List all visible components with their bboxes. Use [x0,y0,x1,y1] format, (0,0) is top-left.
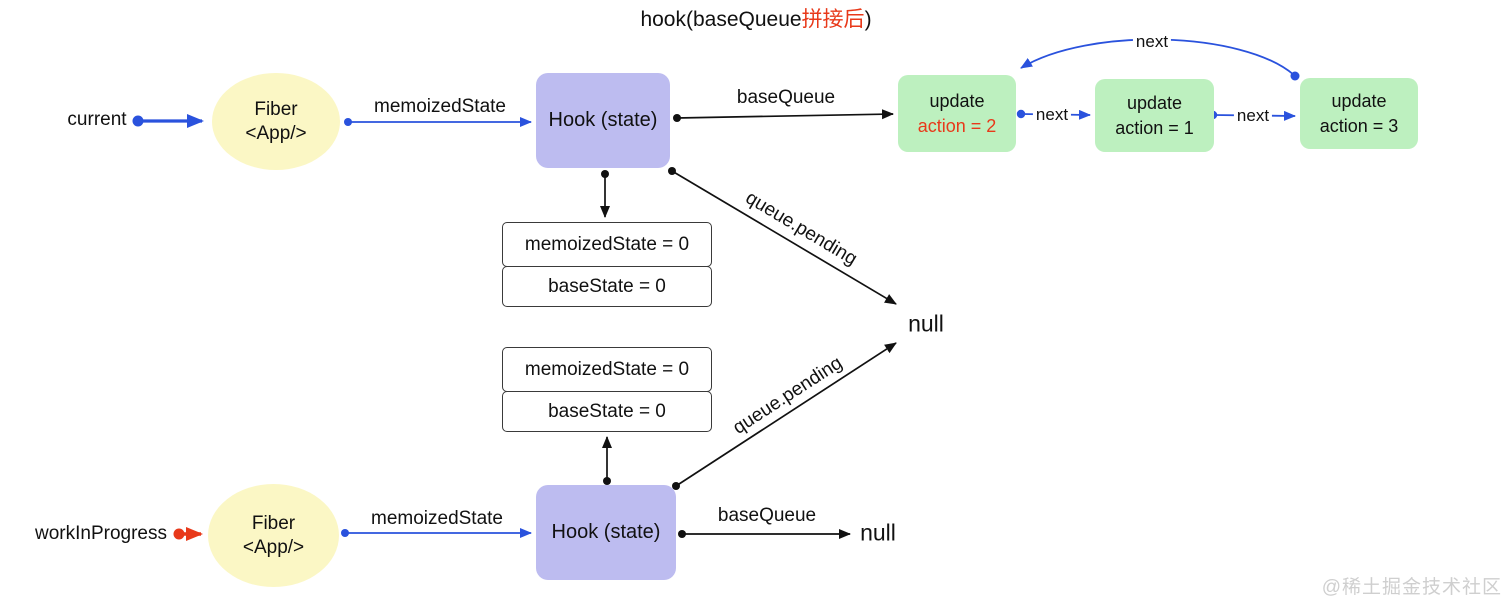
fiber-current-line2: <App/> [245,122,307,144]
hook-wip-label: Hook (state) [551,521,661,543]
hook-node-wip: Hook (state) [536,485,676,580]
work-in-progress-label: workInProgress [35,523,167,544]
dot-hook-wip-right [678,530,686,538]
dot-fiber-wip-out [341,529,349,537]
hook-node-current: Hook (state) [536,73,670,168]
null-base-queue-label: null [860,519,896,546]
dot-hook-wip-top [603,477,611,485]
dot-current [132,115,144,127]
fiber-wip-line1: Fiber [251,512,296,534]
update-node-1: update action = 2 [898,75,1016,152]
memoized-state-field-current-text: memoizedState = 0 [524,233,690,255]
update-1-line1: update [929,91,985,112]
base-queue-top-label: baseQueue [736,87,836,108]
fiber-current-line1: Fiber [254,98,298,120]
edge-queue-pending-bottom [675,342,897,487]
base-state-field-current-text: baseState = 0 [548,275,666,297]
dot-fiber-current-out [344,118,352,126]
memoized-state-field-current: memoizedState = 0 [502,222,712,267]
dot-hook-current-bottom [601,170,609,178]
update-1-line2: action = 2 [917,115,997,136]
memoized-state-field-wip-text: memoizedState = 0 [524,358,690,380]
fiber-wip-line2: <App/> [242,536,305,558]
dot-hook-wip-corner [672,482,680,490]
dot-update1-out [1016,109,1026,119]
base-state-field-wip-text: baseState = 0 [548,400,666,422]
title-highlight: 拼接后 [801,8,865,31]
dot-work-in-progress [173,528,185,540]
update-node-2: update action = 1 [1095,79,1214,152]
base-state-field-current: baseState = 0 [502,266,712,307]
update-3-line1: update [1331,91,1387,112]
hook-current-label: Hook (state) [548,109,658,131]
update-2-line2: action = 1 [1115,117,1194,138]
next-loop-label: next [1132,32,1172,52]
title-suffix: ) [864,8,872,31]
diagram-title: hook(baseQueue拼接后) [640,3,871,33]
current-label: current [67,109,127,130]
fiber-node-current: Fiber <App/> [212,73,340,170]
update-2-line1: update [1126,93,1183,114]
update-3-line2: action = 3 [1319,115,1399,136]
update-node-3: update action = 3 [1300,78,1418,149]
base-state-field-wip: baseState = 0 [502,391,712,432]
title-prefix: hook(baseQueue [640,8,802,31]
fiber-node-wip: Fiber <App/> [208,484,339,587]
dot-hook-current-right [673,114,681,122]
dot-update3-out [1290,71,1300,81]
next-2-label: next [1233,106,1273,126]
null-pending-label: null [908,310,944,337]
memoized-state-top-label: memoizedState [373,96,507,117]
watermark: @稀土掘金技术社区 [1321,577,1502,598]
edge-queue-pending-top [671,170,897,305]
next-1-label: next [1032,105,1072,125]
memoized-state-bottom-label: memoizedState [370,508,504,529]
edge-base-queue-top [676,109,894,120]
base-queue-bottom-label: baseQueue [717,505,817,526]
dot-hook-current-corner [668,167,676,175]
